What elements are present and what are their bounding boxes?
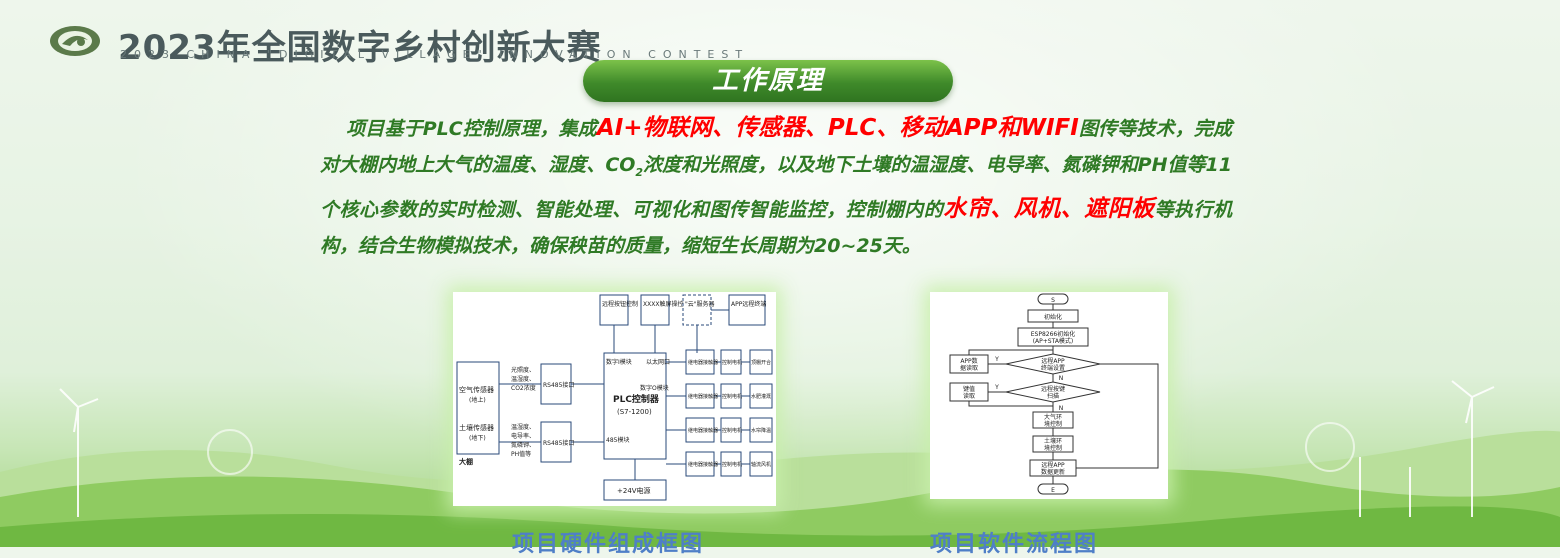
plc-label: PLC控制器 xyxy=(613,393,660,405)
ethernet-label: 以太网口 xyxy=(646,358,670,366)
flow-esp-init-2: (AP+STA模式) xyxy=(1033,337,1074,345)
description-paragraph: 项目基于PLC控制原理，集成AI+物联网、传感器、PLC、移动APP和WIFI图… xyxy=(320,110,1232,264)
plc-model-label: (S7-1200) xyxy=(617,408,652,416)
contest-logo-icon xyxy=(50,26,100,56)
para-text-4: 等执行机构，结合生物模拟技术，确保秧苗的质量，缩短生长周期为20~25天。 xyxy=(320,198,1232,257)
flow-app-read-2: 据读取 xyxy=(960,364,978,372)
flow-esp-init-1: ESP8266初始化 xyxy=(1031,330,1076,338)
software-caption: 项目软件流程图 xyxy=(930,532,1099,557)
hardware-diagram: 远程按钮控制 XXXX触屏操控 "云"服务器 APP远程终端 空气传感器 (地上… xyxy=(453,292,776,506)
air-sensor-sub: (地上) xyxy=(469,396,486,404)
air-param-1: 光照度、 xyxy=(511,366,535,374)
contest-subtitle: 2023 CHINA "DIGITAL VILLAGE" INNOVATION … xyxy=(120,48,750,61)
soil-param-3: 氮磷钾、 xyxy=(511,441,535,449)
rs485-label-2: RS485接口 xyxy=(543,439,574,447)
flow-app-update-1: 远程APP xyxy=(1041,461,1065,469)
actuator-label-3: 水帘降温 xyxy=(751,427,771,434)
remote-button-label: 远程按钮控制 xyxy=(602,300,638,308)
flow-yes1: Y xyxy=(994,356,999,363)
air-sensor-label: 空气传感器 xyxy=(459,385,494,394)
air-param-2: 温湿度、 xyxy=(511,375,535,383)
flow-decision2-1: 远程按键 xyxy=(1041,385,1065,393)
motor-label-4: 控制电机 xyxy=(722,461,742,468)
relay-label-3: 继电器接触器 xyxy=(688,427,718,434)
flow-decision1-2: 终端设置 xyxy=(1041,364,1065,372)
contest-title: 2023年全国数字乡村创新大赛 xyxy=(118,28,602,68)
flow-start: S xyxy=(1051,297,1055,304)
flow-decision2-2: 扫描 xyxy=(1047,392,1059,400)
power-label: +24V电源 xyxy=(617,486,651,495)
motor-label-3: 控制电机 xyxy=(722,427,742,434)
touch-screen-label: XXXX触屏操控 xyxy=(643,300,683,308)
soil-sensor-label: 土壤传感器 xyxy=(459,423,494,432)
actuator-label-1: 顶棚开合 xyxy=(751,359,771,366)
flow-end: E xyxy=(1051,487,1055,494)
flow-soil-ctrl-1: 土壤环 xyxy=(1044,437,1062,445)
flow-soil-ctrl-2: 境控制 xyxy=(1044,444,1062,452)
flow-air-ctrl-1: 大气环 xyxy=(1044,413,1062,421)
flow-key-read-2: 读取 xyxy=(963,392,975,400)
flow-app-read-1: APP数 xyxy=(960,357,977,365)
flow-yes2: Y xyxy=(994,384,999,391)
soil-param-4: PH值等 xyxy=(511,450,531,458)
actuator-label-2: 水肥灌溉 xyxy=(751,393,771,400)
module485-label: 485模块 xyxy=(606,436,629,444)
para-highlight-2: 水帘、风机、遮阳板 xyxy=(943,195,1155,222)
soil-sensor-sub: (地下) xyxy=(469,434,486,442)
app-terminal-label: APP远程终端 xyxy=(731,300,766,308)
air-param-3: CO2浓度 xyxy=(511,384,536,392)
flow-init: 初始化 xyxy=(1044,313,1062,321)
hardware-caption: 项目硬件组成框图 xyxy=(512,532,705,557)
soil-param-2: 电导率、 xyxy=(511,432,535,440)
motor-label-2: 控制电机 xyxy=(722,393,742,400)
flow-key-read-1: 键值 xyxy=(963,385,975,393)
section-title: 工作原理 xyxy=(711,66,824,96)
para-text-1: 项目基于PLC控制原理，集成 xyxy=(346,118,597,140)
para-text-2: 图传等技术，完成对大棚内地上大气的温度、湿度、CO xyxy=(320,118,1232,176)
software-flowchart: S 初始化 ESP8266初始化 (AP+STA模式) 远程APP 终端设置 Y… xyxy=(930,292,1168,499)
actuator-label-4: 轴流风机 xyxy=(751,461,771,468)
flow-app-update-2: 数据更新 xyxy=(1041,468,1065,476)
rs485-label-1: RS485接口 xyxy=(543,381,574,389)
flow-air-ctrl-2: 境控制 xyxy=(1044,420,1062,428)
motor-label-1: 控制电机 xyxy=(722,359,742,366)
para-highlight-1: AI+物联网、传感器、PLC、移动APP和WIFI xyxy=(596,115,1079,141)
relay-label-4: 继电器接触器 xyxy=(688,461,718,468)
para-text-3: 浓度和光照度，以及地下土壤的温湿度、电导率、氮磷钾和PH值等11个核心参数的实时… xyxy=(320,154,1232,221)
flow-no2: N xyxy=(1059,405,1064,412)
digital-out-label: 数字O模块 xyxy=(640,384,669,392)
flow-no1: N xyxy=(1059,375,1064,382)
greenhouse-label: 大棚 xyxy=(459,457,473,466)
digital-in-label: 数字I模块 xyxy=(606,358,632,366)
para-subscript: 2 xyxy=(635,165,644,179)
cloud-server-label: "云"服务器 xyxy=(685,300,715,308)
flow-decision1-1: 远程APP xyxy=(1041,357,1065,365)
relay-label-1: 继电器接触器 xyxy=(688,359,718,366)
soil-param-1: 温湿度、 xyxy=(511,423,535,431)
relay-label-2: 继电器接触器 xyxy=(688,393,718,400)
section-banner: 工作原理 xyxy=(583,60,953,102)
landscape-background xyxy=(0,380,1560,547)
